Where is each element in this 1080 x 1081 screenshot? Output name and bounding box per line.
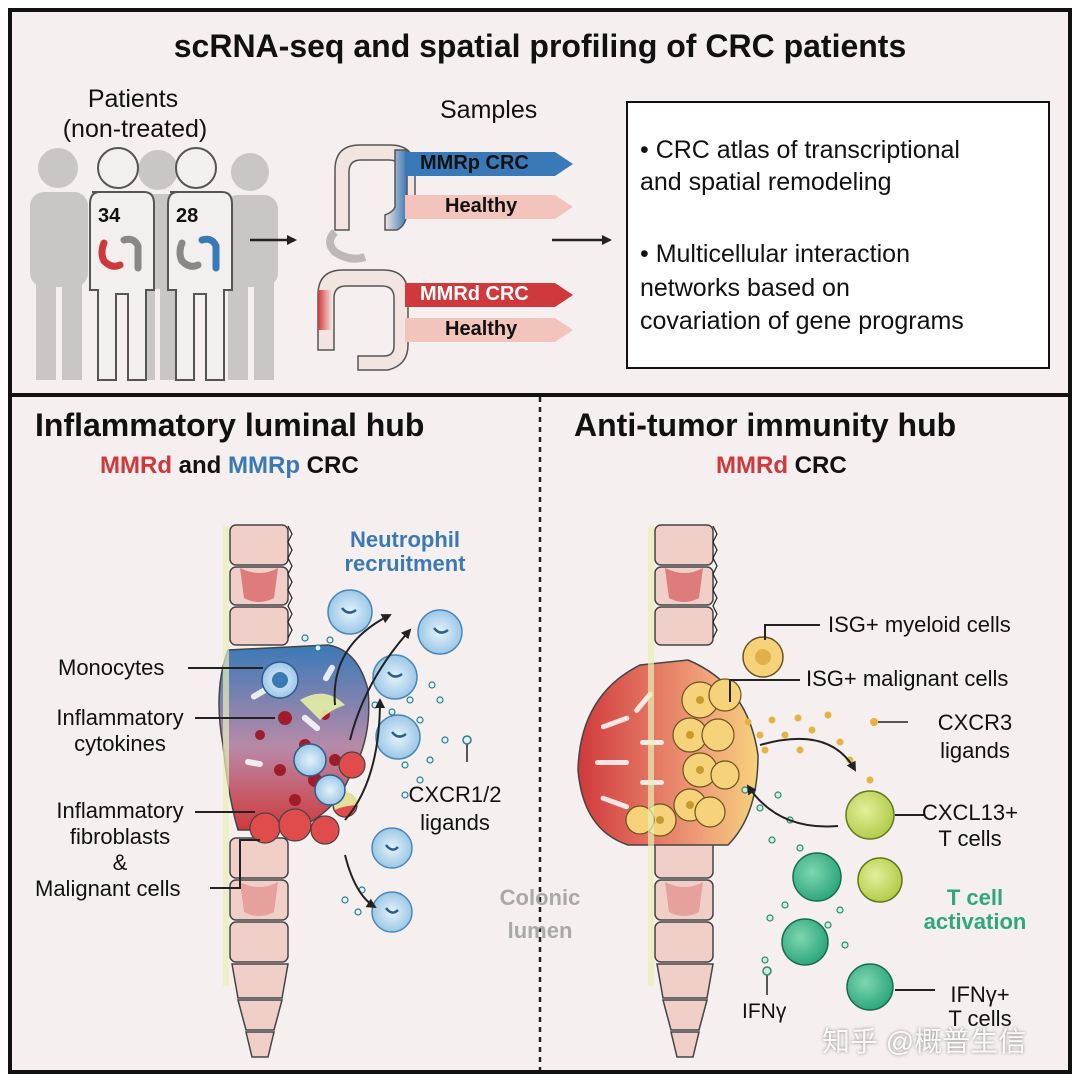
- right-hub-subtitle: MMRd CRC: [716, 452, 847, 480]
- neutrophil-label-1: Neutrophil: [350, 527, 460, 552]
- cxcl13-label-1: CXCL13+: [921, 800, 1018, 825]
- arrow-healthy-1: [405, 195, 573, 219]
- arrow-healthy-2-label: Healthy: [445, 318, 518, 340]
- cxcl13-label-2: T cells: [938, 826, 1002, 851]
- patient-count-mmrp: 34: [98, 205, 121, 227]
- right-arrows: [746, 737, 856, 828]
- left-hub-subtitle: MMRd and MMRp CRC: [100, 452, 359, 480]
- ifng-dots: [741, 786, 849, 964]
- finding-2-line2: networks based on: [640, 274, 850, 302]
- arrow-mmrd-crc: [405, 283, 573, 307]
- monocytes-label: Monocytes: [58, 655, 165, 680]
- ifng-label: IFNγ: [742, 1000, 787, 1023]
- neutrophils: [327, 589, 463, 933]
- cxcl13-t-cells: [845, 790, 903, 903]
- lumen-label-1: Colonic: [499, 885, 581, 910]
- patient-count-mmrd: 28: [176, 205, 199, 227]
- left-subtitle-mmrd: MMRd: [100, 452, 172, 479]
- right-callout-lines: [729, 624, 935, 991]
- right-subtitle-mmrd: MMRd: [716, 452, 788, 479]
- left-callout-lines: [188, 667, 275, 889]
- left-hub-title: Inflammatory luminal hub: [35, 407, 425, 443]
- finding-1-line1: • CRC atlas of transcriptional: [640, 136, 960, 164]
- fibroblasts-ampersand: &: [112, 850, 128, 875]
- lumen-label-2: lumen: [507, 918, 573, 943]
- finding-2-line3: covariation of gene programs: [640, 307, 964, 335]
- isg-myeloid-cell: [742, 636, 784, 678]
- t-cell-activation-label-1: T cell: [946, 885, 1004, 910]
- ifng-t-cells: [781, 852, 894, 1011]
- fibroblasts-label-1: Inflammatory: [56, 798, 184, 823]
- isg-malignant-label: ISG+ malignant cells: [806, 666, 1009, 691]
- right-crypt: [577, 524, 759, 1058]
- ifng-t-cells-label-2: T cells: [948, 1006, 1012, 1031]
- watermark-text: 知乎 @概普生信: [822, 1026, 1027, 1057]
- samples-label: Samples: [440, 96, 538, 124]
- cxcr12-ligand-legend-icon: [462, 735, 472, 762]
- left-crypt: [218, 524, 370, 1058]
- cxcr3-ligand-legend-icon: [870, 718, 908, 726]
- isg-myeloid-label: ISG+ myeloid cells: [828, 612, 1011, 637]
- findings-box: [626, 101, 1050, 369]
- cytokines-label-1: Inflammatory: [56, 705, 184, 730]
- finding-1-line2: and spatial remodeling: [640, 168, 892, 196]
- left-subtitle-mmrp: MMRp: [228, 452, 300, 479]
- colon-mmrd-sample: [317, 269, 409, 371]
- neutrophil-recruitment-arrows: [333, 614, 412, 909]
- cxcr3-ligand-dots: [744, 711, 874, 784]
- malignant-cells-label: Malignant cells: [35, 876, 181, 901]
- neutrophil-label-2: recruitment: [344, 551, 466, 576]
- ifng-t-cells-label-1: IFNγ+: [950, 982, 1010, 1007]
- cytokines-label-2: cytokines: [74, 731, 166, 756]
- finding-2-line1: • Multicellular interaction: [640, 240, 910, 268]
- ifng-legend-icon: [762, 966, 772, 995]
- patient-mmrp-colon-icon: [198, 235, 220, 272]
- fibroblasts-label-2: fibroblasts: [69, 824, 171, 849]
- patients-label: Patients: [87, 85, 179, 113]
- patient-mmrd-colon-icon: [98, 239, 124, 270]
- arrow-healthy-2: [405, 318, 573, 342]
- cxcr12-label-2: ligands: [420, 810, 490, 835]
- monocytes-left: [261, 661, 346, 806]
- arrow-mmrp-crc: [405, 152, 573, 176]
- left-subtitle-crc: CRC: [306, 452, 359, 479]
- patients-subtitle: (non-treated): [62, 115, 208, 143]
- right-subtitle-crc: CRC: [794, 452, 847, 479]
- patient-silhouettes: [30, 147, 278, 381]
- right-hub-title: Anti-tumor immunity hub: [574, 407, 957, 443]
- arrow-mmrd-crc-label: MMRd CRC: [420, 283, 529, 305]
- arrow-healthy-1-label: Healthy: [445, 195, 518, 217]
- cxcr3-label-1: CXCR3: [937, 710, 1013, 735]
- left-subtitle-and: and: [178, 452, 222, 479]
- main-title: scRNA-seq and spatial profiling of CRC p…: [173, 28, 907, 64]
- cxcr3-label-2: ligands: [940, 738, 1010, 763]
- t-cell-activation-label-2: activation: [923, 909, 1027, 934]
- arrow-mmrp-crc-label: MMRp CRC: [420, 152, 529, 174]
- cxcr12-label-1: CXCR1/2: [408, 782, 502, 807]
